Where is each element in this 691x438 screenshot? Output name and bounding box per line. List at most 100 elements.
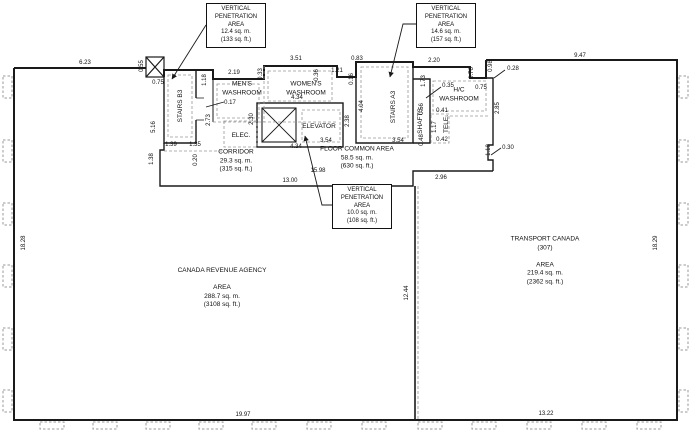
dimension-label: 0.33 — [258, 68, 264, 80]
dimension-label: 0.83 — [351, 56, 363, 62]
hc-washroom-inner — [432, 80, 487, 112]
dashed-detail-lines — [164, 66, 488, 420]
window-mullion-icon — [678, 389, 689, 413]
callout-line: (108 sq. ft.) — [346, 218, 378, 225]
callout-line: AREA — [227, 21, 245, 28]
callout-line: PENETRATION — [340, 194, 384, 201]
window-mullion-icon — [581, 421, 607, 430]
window-mullion-icon — [636, 421, 662, 430]
dimension-label: 2.38 — [345, 115, 351, 127]
dimension-label: 1.17 — [432, 121, 438, 133]
vertical-penetration-callout-elevator: VERTICAL PENETRATION AREA 10.0 sq. m. (1… — [332, 184, 392, 229]
room-label-stairs-b3: STAIRS B3 — [176, 89, 184, 123]
core-walls — [159, 67, 494, 420]
dimension-label: 13.00 — [282, 178, 298, 184]
dimension-label: 1.18 — [202, 74, 208, 86]
dimension-label: 2.19 — [228, 70, 240, 76]
dimension-label: 1.21 — [331, 68, 343, 74]
window-mullion-icon — [2, 327, 13, 351]
window-mullion-icon — [145, 421, 171, 430]
mens-washroom-inner — [216, 83, 260, 119]
callout-line: PENETRATION — [214, 13, 258, 20]
callout-line: (133 sq. ft.) — [220, 37, 252, 44]
exterior-walls — [13, 59, 678, 421]
window-mullion-icon — [678, 75, 689, 99]
dimension-label: 0.30 — [502, 145, 514, 151]
dimension-label: 4.34 — [290, 144, 302, 150]
dimension-label: 1.35 — [189, 142, 201, 148]
dimension-label: 5.16 — [151, 121, 157, 133]
window-mullion-icon — [361, 421, 387, 430]
dimension-label: 3.54 — [320, 138, 332, 144]
dimension-label: 1.39 — [165, 142, 177, 148]
shaft-box-top-left-icon — [145, 56, 165, 78]
callout-line: AREA — [353, 202, 371, 209]
room-label-stairs-a3: STAIRS A3 — [389, 90, 397, 124]
callout-line: 10.0 sq. m. — [347, 210, 377, 217]
window-mullion-icon — [198, 421, 224, 430]
callout-line: AREA — [437, 21, 455, 28]
dimension-label: 0.16 — [349, 73, 355, 85]
dimension-label: 19.97 — [235, 412, 251, 418]
window-mullion-icon — [2, 389, 13, 413]
room-label-shafts: SHAFTS — [416, 108, 424, 134]
room-label-tele: TELE. — [442, 114, 450, 134]
dimension-label: 0.35 — [442, 83, 454, 89]
dimension-label: 6.23 — [79, 60, 91, 66]
dimension-label: 1.18 — [486, 144, 492, 156]
window-mullion-icon — [2, 264, 13, 288]
stairs-a3-inner — [360, 66, 409, 139]
window-mullion-icon — [2, 75, 13, 99]
dimension-label: 9.47 — [574, 53, 586, 59]
dimension-label: 0.75 — [152, 80, 164, 86]
dimension-label: 2.30 — [249, 113, 255, 125]
dimension-label: 4.34 — [291, 95, 303, 101]
dimension-label: 3.51 — [290, 56, 302, 62]
leader-lines — [171, 23, 506, 206]
window-mullion-icon — [678, 202, 689, 226]
dimension-label: 2.73 — [206, 114, 212, 126]
dimension-label: 1.38 — [149, 153, 155, 165]
womens-washroom-inner — [267, 70, 333, 102]
window-mullion-icon — [2, 139, 13, 163]
dimension-label: 0.48 — [419, 134, 425, 146]
dimension-label: 0.17 — [224, 100, 236, 106]
dimension-label: 15.98 — [310, 168, 326, 174]
window-mullion-icon — [39, 421, 65, 430]
dimension-label: 0.36 — [314, 69, 320, 81]
window-mullion-icon — [678, 139, 689, 163]
callout-line: (157 sq. ft.) — [430, 37, 462, 44]
callout-line: PENETRATION — [424, 13, 468, 20]
dimension-label: 2.20 — [428, 58, 440, 64]
room-label-elevator: ELEVATOR — [302, 122, 336, 130]
dimension-label: 0.98 — [488, 60, 494, 72]
callout-line: 14.6 sq. m. — [431, 29, 461, 36]
window-mullion-icon — [306, 421, 332, 430]
dimension-label: 2.96 — [435, 175, 447, 181]
elec-room-outline — [223, 120, 258, 148]
window-symbols — [2, 75, 689, 430]
dimension-label: 0.41 — [436, 108, 448, 114]
window-mullion-icon — [2, 202, 13, 226]
dimension-label: 18.28 — [21, 235, 27, 251]
dimension-label: 0.28 — [507, 66, 519, 72]
window-mullion-icon — [526, 421, 552, 430]
window-mullion-icon — [678, 327, 689, 351]
window-mullion-icon — [678, 264, 689, 288]
elevator-shaft-x-icon — [261, 107, 297, 143]
vertical-penetration-callout-left: VERTICAL PENETRATION AREA 12.4 sq. m. (1… — [206, 3, 266, 48]
callout-line: VERTICAL — [221, 6, 251, 12]
dimension-label: 1.73 — [421, 75, 427, 87]
vertical-penetration-callout-right: VERTICAL PENETRATION AREA 14.6 sq. m. (1… — [416, 3, 476, 48]
stairs-b3-inner — [167, 74, 193, 138]
callout-line: 12.4 sq. m. — [221, 29, 251, 36]
dimension-label: 13.22 — [538, 411, 554, 417]
dimension-label: 0.55 — [139, 60, 145, 72]
dimension-label: 0.76 — [469, 67, 475, 79]
